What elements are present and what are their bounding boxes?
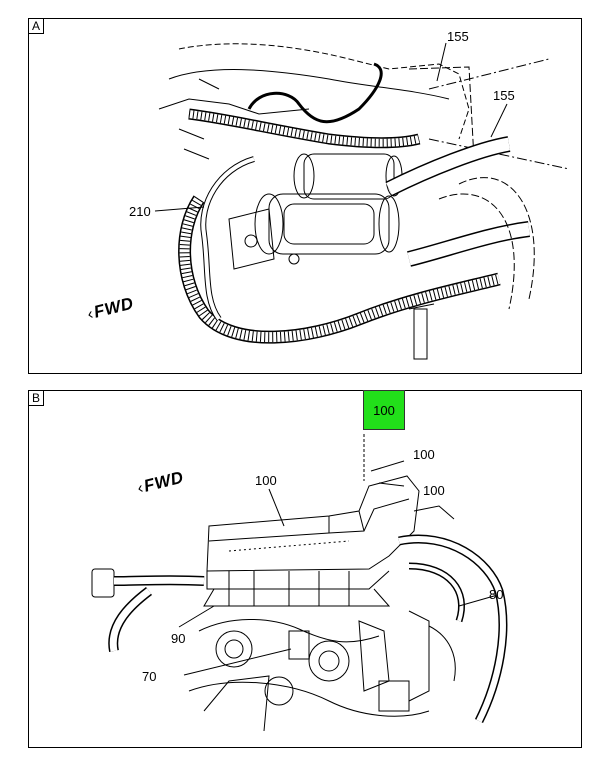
highlighted-callout-100[interactable]: 100 <box>363 390 405 430</box>
callout-80: 80 <box>489 587 504 602</box>
panel-a-illustration <box>154 42 570 360</box>
panel-b-illustration <box>91 434 508 732</box>
callout-70: 70 <box>142 669 157 684</box>
callout-100-cover: 100 <box>255 473 277 488</box>
panel-a: A <box>28 18 582 374</box>
callout-155-upper: 155 <box>447 29 469 44</box>
callout-100-upper: 100 <box>413 447 435 462</box>
callout-155-lower: 155 <box>493 88 515 103</box>
panel-a-label: A <box>29 19 44 34</box>
callout-90: 90 <box>171 631 186 646</box>
panel-b-label: B <box>29 391 44 406</box>
callout-210: 210 <box>129 204 151 219</box>
panel-b: B <box>28 390 582 748</box>
callout-100-right: 100 <box>423 483 445 498</box>
